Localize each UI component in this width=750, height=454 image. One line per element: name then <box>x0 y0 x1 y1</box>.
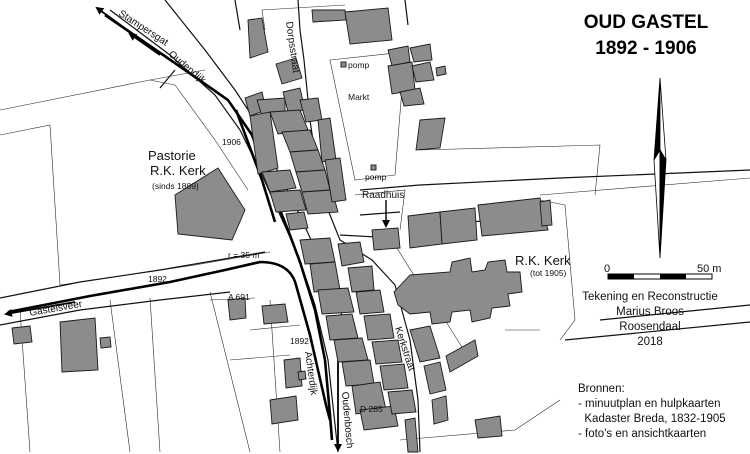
direction-arrow-icon <box>95 6 149 46</box>
scale-end-label: 50 m <box>697 263 721 275</box>
direction-arrows <box>4 6 390 452</box>
label-parcel-d285: D 285 <box>360 404 383 414</box>
sources-item: Kadaster Breda, 1832-1905 <box>578 413 726 425</box>
label-parcel-a691: A 691 <box>228 292 250 302</box>
label-pastorie-church: R.K. Kerk <box>150 163 206 178</box>
direction-arrow-icon <box>4 301 76 317</box>
map-title: OUD GASTEL <box>584 12 709 33</box>
tramline-1892 <box>7 260 332 421</box>
scale-bar: 0 50 m <box>604 263 721 280</box>
place-labels: pomp Markt pomp Raadhuis 1906 1892 1892 … <box>148 60 571 414</box>
label-pastorie-date: (sinds 1889) <box>152 181 199 191</box>
credits-block: Tekening en Reconstructie Marius Broos R… <box>582 291 718 348</box>
label-pomp: pomp <box>365 172 387 182</box>
label-markt: Markt <box>348 92 370 102</box>
tramline-1906 <box>104 13 334 441</box>
label-pastorie: Pastorie <box>148 148 196 163</box>
label-year-1892: 1892 <box>290 336 309 346</box>
label-year-1892: 1892 <box>148 274 167 284</box>
street-label-oudenbosch: Oudenbosch <box>339 391 355 448</box>
label-radius: r = 35 m <box>228 250 259 260</box>
sources-item: - foto's en ansichtkaarten <box>578 428 706 440</box>
credit-line: Marius Broos <box>616 306 684 318</box>
sources-heading: Bronnen: <box>578 383 625 395</box>
church-building <box>393 257 523 325</box>
credit-line: Tekening en Reconstructie <box>582 291 718 303</box>
tram-lines <box>7 13 334 441</box>
map-subtitle: 1892 - 1906 <box>595 38 696 59</box>
north-arrow-icon <box>653 77 667 259</box>
sources-block: Bronnen: - minuutplan en hulpkaarten Kad… <box>578 383 726 440</box>
street-label-oudendijk: Oudendijk <box>166 49 208 87</box>
buildings <box>11 7 553 453</box>
credit-line: 2018 <box>637 336 663 348</box>
label-pomp: pomp <box>348 60 370 70</box>
scale-start-label: 0 <box>604 263 610 275</box>
label-church: R.K. Kerk <box>515 253 571 268</box>
label-church-date: (tot 1905) <box>530 268 567 278</box>
label-raadhuis: Raadhuis <box>362 190 404 201</box>
label-year-1906: 1906 <box>222 137 241 147</box>
credit-line: Roosendaal <box>619 321 680 333</box>
direction-arrow-icon <box>128 32 161 56</box>
parcel-lines <box>0 4 750 453</box>
sources-item: - minuutplan en hulpkaarten <box>578 398 721 410</box>
